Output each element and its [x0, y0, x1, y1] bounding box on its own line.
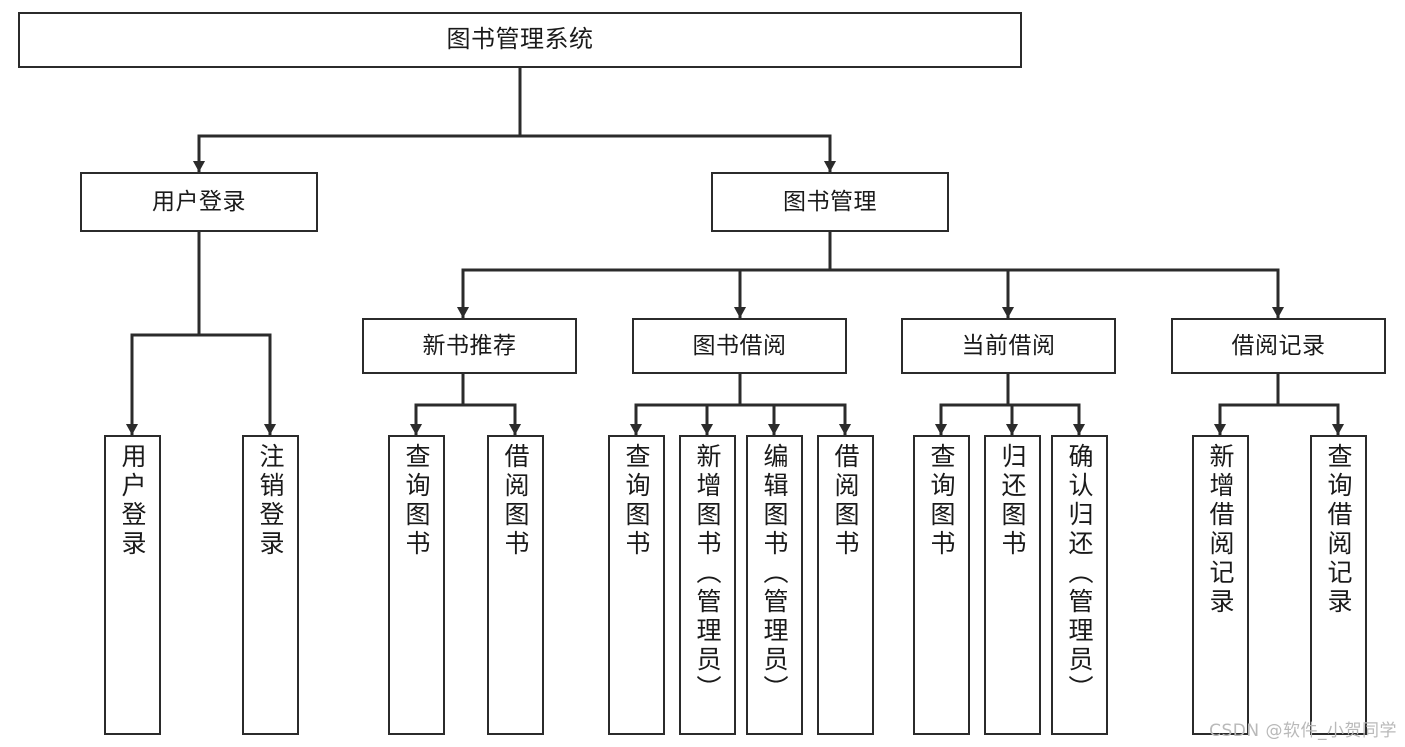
node-label: 借阅图书	[831, 443, 860, 559]
leaf-query-book-borrow[interactable]: 查询图书	[608, 435, 665, 735]
node-label: 新书推荐	[422, 332, 517, 359]
node-label: 图书管理系统	[446, 25, 594, 54]
leaf-user-login[interactable]: 用户登录	[104, 435, 161, 735]
leaf-add-borrow-record[interactable]: 新增借阅记录	[1192, 435, 1249, 735]
node-book-borrow[interactable]: 图书借阅	[632, 318, 847, 374]
node-label: 归还图书	[998, 443, 1027, 559]
leaf-edit-book[interactable]: 编辑图书（管理员）	[746, 435, 803, 735]
node-root-system[interactable]: 图书管理系统	[18, 12, 1022, 68]
leaf-borrow-book[interactable]: 借阅图书	[817, 435, 874, 735]
leaf-query-borrow-record[interactable]: 查询借阅记录	[1310, 435, 1367, 735]
node-label: 用户登录	[152, 188, 246, 215]
node-label: 用户登录	[118, 443, 147, 559]
node-borrow-record[interactable]: 借阅记录	[1171, 318, 1386, 374]
node-label: 新增借阅记录	[1206, 443, 1235, 617]
node-label: 查询图书	[622, 443, 651, 559]
csdn-watermark: CSDN @软件_小贺同学	[1209, 721, 1397, 741]
leaf-query-book-recommend[interactable]: 查询图书	[388, 435, 445, 735]
node-user-login[interactable]: 用户登录	[80, 172, 318, 232]
node-label: 借阅图书	[501, 443, 530, 559]
leaf-query-book-current[interactable]: 查询图书	[913, 435, 970, 735]
node-current-borrow[interactable]: 当前借阅	[901, 318, 1116, 374]
leaf-return-book[interactable]: 归还图书	[984, 435, 1041, 735]
node-label: 图书借阅	[692, 332, 787, 359]
leaf-borrow-book-recommend[interactable]: 借阅图书	[487, 435, 544, 735]
node-label: 查询借阅记录	[1324, 443, 1353, 617]
leaf-add-book[interactable]: 新增图书（管理员）	[679, 435, 736, 735]
node-label: 借阅记录	[1231, 332, 1326, 359]
leaf-confirm-return[interactable]: 确认归还（管理员）	[1051, 435, 1108, 735]
node-label: 注销登录	[256, 443, 285, 559]
edges	[125, 66, 1345, 437]
node-label: 新增图书（管理员）	[693, 443, 722, 704]
node-label: 查询图书	[402, 443, 431, 559]
node-book-management[interactable]: 图书管理	[711, 172, 949, 232]
node-label: 确认归还（管理员）	[1065, 443, 1094, 704]
node-label: 查询图书	[927, 443, 956, 559]
node-label: 编辑图书（管理员）	[760, 443, 789, 704]
leaf-logout[interactable]: 注销登录	[242, 435, 299, 735]
node-label: 当前借阅	[961, 332, 1056, 359]
node-label: 图书管理	[783, 188, 877, 215]
node-new-book-recommend[interactable]: 新书推荐	[362, 318, 577, 374]
